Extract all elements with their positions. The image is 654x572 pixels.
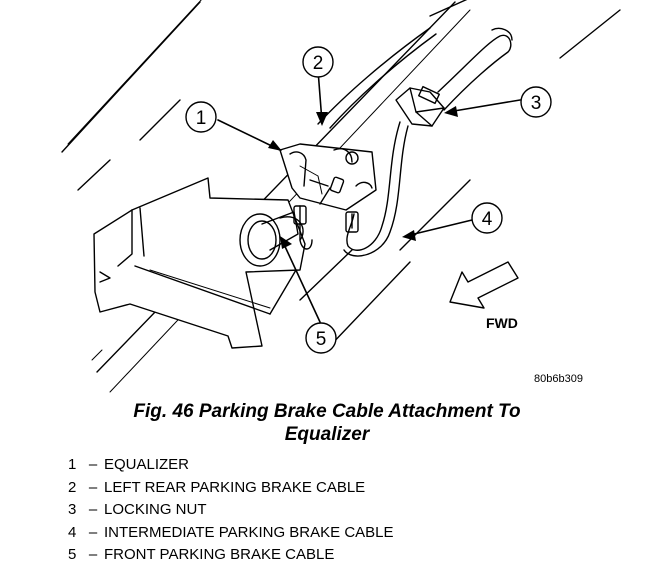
legend-number: 5 — [68, 546, 77, 564]
legend-item: 1–EQUALIZER — [68, 454, 394, 477]
legend-text: FRONT PARKING BRAKE CABLE — [104, 546, 335, 564]
leader-lines — [217, 69, 521, 323]
forward-arrow-icon — [449, 261, 519, 309]
leader-arrowheads — [268, 106, 458, 249]
locking-nut — [395, 85, 445, 127]
callout-number-1: 1 — [196, 108, 207, 129]
legend-dash: – — [88, 478, 98, 496]
legend-text: LOCKING NUT — [104, 501, 207, 519]
legend-item: 4–INTERMEDIATE PARKING BRAKE CABLE — [68, 522, 394, 545]
legend-item: 5–FRONT PARKING BRAKE CABLE — [68, 544, 394, 567]
direction-label: FWD — [486, 315, 518, 331]
legend-number: 2 — [68, 478, 77, 496]
callout-circle-1 — [185, 101, 217, 133]
legend-dash: – — [88, 546, 98, 564]
intermediate-cable-sheath — [437, 27, 513, 111]
legend-number: 4 — [68, 523, 77, 541]
legend-dash: – — [88, 523, 98, 541]
callout-circle-3 — [520, 86, 552, 118]
caption-line-1: Fig. 46 Parking Brake Cable Attachment T… — [133, 401, 521, 422]
callout-number-3: 3 — [531, 93, 542, 114]
legend-dash: – — [88, 456, 98, 473]
callout-circle-4 — [471, 202, 503, 234]
legend-text: LEFT REAR PARKING BRAKE CABLE — [104, 478, 366, 496]
callout-number-5: 5 — [316, 329, 327, 350]
front-cable — [239, 211, 304, 267]
callout-circle-5 — [305, 322, 337, 354]
caption-line-2: Equalizer — [284, 424, 370, 445]
figure-caption: Fig. 46 Parking Brake Cable Attachment T… — [0, 400, 654, 446]
image-code: 80b6b309 — [534, 373, 583, 385]
legend-item: 3–LOCKING NUT — [68, 499, 394, 522]
legend-item: 2–LEFT REAR PARKING BRAKE CABLE — [68, 477, 394, 500]
legend-text: EQUALIZER — [104, 456, 190, 473]
legend-dash: – — [88, 501, 98, 519]
callout-circle-2 — [302, 46, 334, 78]
legend-number: 3 — [68, 501, 77, 519]
callout-number-2: 2 — [313, 53, 324, 74]
equalizer-bracket — [279, 143, 377, 211]
legend-text: INTERMEDIATE PARKING BRAKE CABLE — [104, 523, 394, 541]
equalizer-shield — [93, 177, 306, 349]
brake-cable-diagram: 1 2 3 4 5 FWD 80b6b309 — [61, 0, 621, 393]
parts-legend: 1–EQUALIZER 2–LEFT REAR PARKING BRAKE CA… — [68, 454, 394, 567]
left-rear-cable — [317, 27, 437, 129]
callout-number-4: 4 — [482, 209, 493, 230]
legend-number: 1 — [68, 456, 77, 473]
